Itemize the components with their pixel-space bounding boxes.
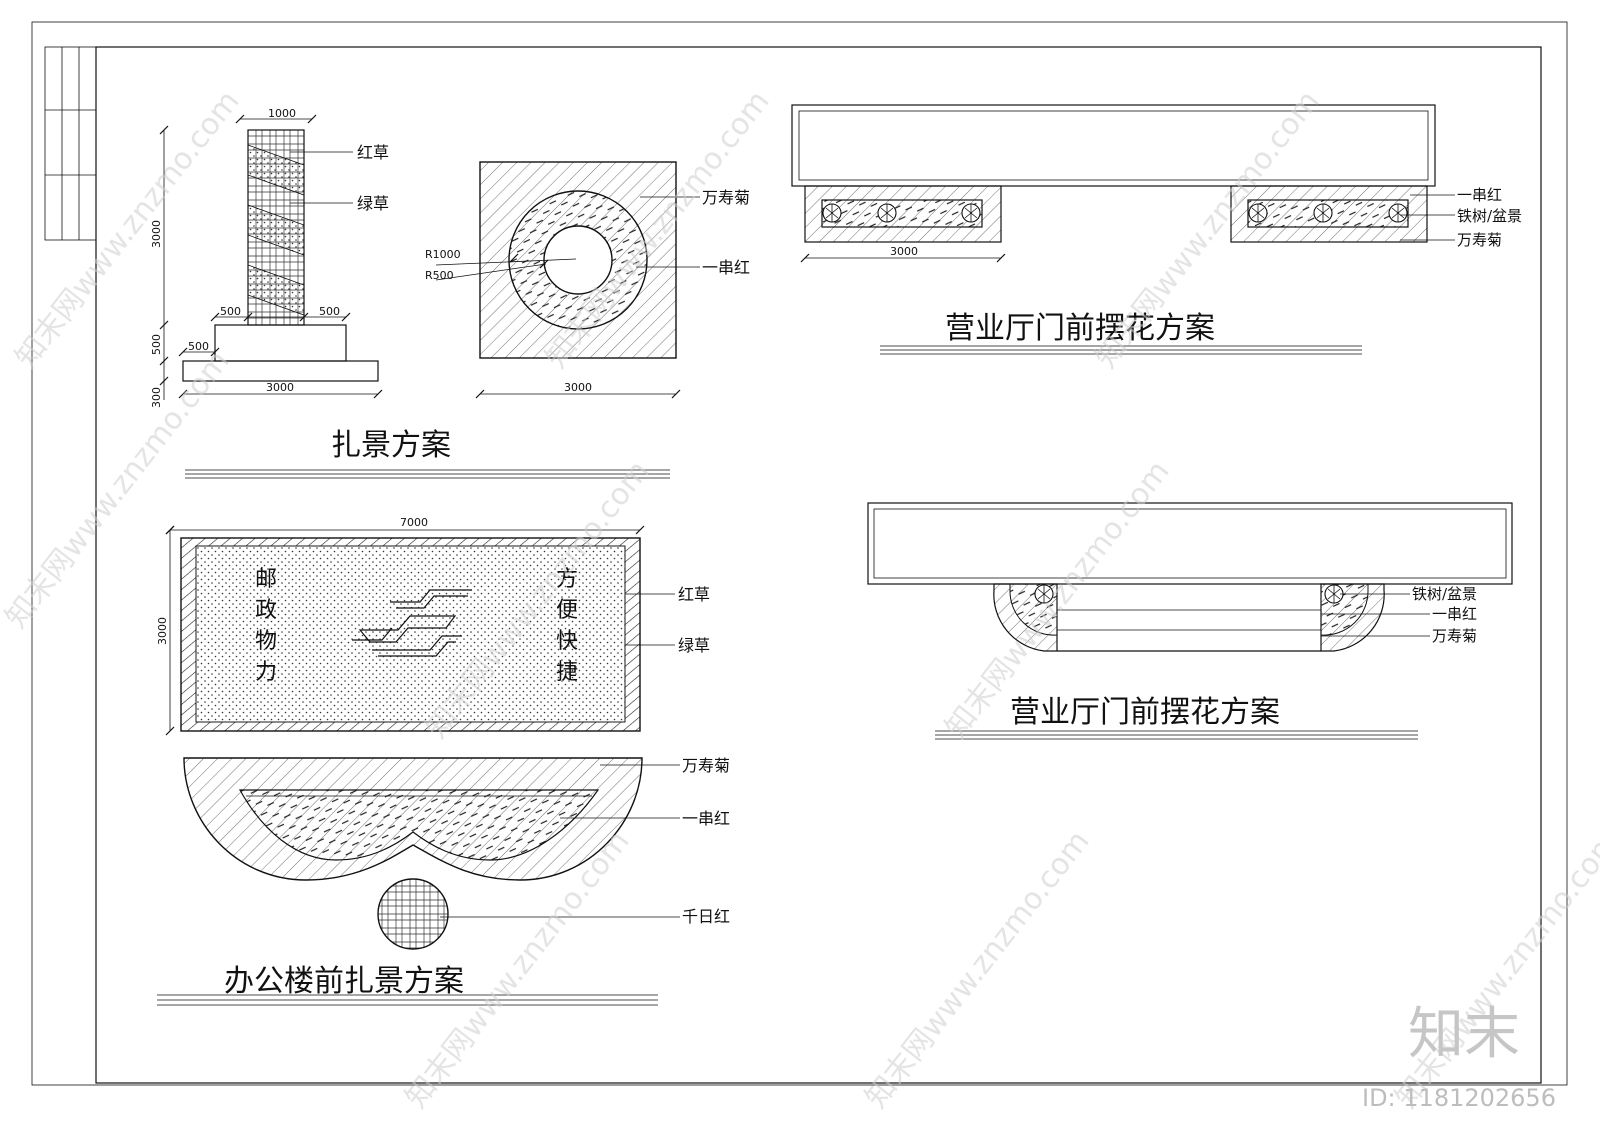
office-bed-plan <box>165 525 675 736</box>
label-wanshouju-hall1: 万寿菊 <box>1457 231 1502 249</box>
title-yyt-1: 营业厅门前摆花方案 <box>945 311 1215 346</box>
label-yichuanhong-office: 一串红 <box>682 809 730 828</box>
dim-radius-inner: R500 <box>425 269 454 282</box>
hall-plan-2 <box>867 502 1513 652</box>
label-lvcao-office: 绿草 <box>678 636 710 655</box>
label-wanshouju-office: 万寿菊 <box>682 756 730 775</box>
dim-plinth-left: 500 <box>188 340 209 353</box>
label-lvcao-pillar: 绿草 <box>357 194 389 213</box>
slogan-left-1: 邮 <box>255 567 277 592</box>
hall-plan-1 <box>791 104 1455 263</box>
slogan-left-2: 政 <box>255 598 277 623</box>
dim-radius-outer: R1000 <box>425 248 461 261</box>
title-bgl: 办公楼前扎景方案 <box>224 964 464 999</box>
slogan-right-1: 方 <box>556 567 578 592</box>
slogan-right-3: 快 <box>556 629 578 654</box>
outer-frame <box>31 21 1568 1086</box>
label-hongcao-pillar: 红草 <box>357 143 389 162</box>
title-yyt-2: 营业厅门前摆花方案 <box>1010 695 1280 730</box>
slogan-left-4: 力 <box>255 660 277 685</box>
label-wanshouju-hall2: 万寿菊 <box>1432 627 1477 645</box>
dim-base-left: 500 <box>220 305 241 318</box>
watermark-1: 知末网www.znzmo.com <box>9 84 247 375</box>
dim-bed-width: 7000 <box>400 516 428 529</box>
drawing-border <box>95 46 1542 1084</box>
slogan-left: 邮 政 物 力 <box>255 567 277 685</box>
dim-bed-height: 3000 <box>156 617 169 645</box>
slogan-left-3: 物 <box>255 629 277 654</box>
label-yichuanhong-hall1: 一串红 <box>1457 186 1502 204</box>
watermark-9: 知末网www.znzmo.com <box>1389 824 1600 1115</box>
dim-plinth-width: 3000 <box>266 381 294 394</box>
brand-logo: 知末 <box>1408 1002 1520 1067</box>
dim-square-width: 3000 <box>564 381 592 394</box>
label-wanshouju-square: 万寿菊 <box>702 188 750 207</box>
label-yichuanhong-hall2: 一串红 <box>1432 605 1477 623</box>
dim-planter-width: 3000 <box>890 245 918 258</box>
label-qianrihong-office: 千日红 <box>682 907 730 926</box>
office-semicircle-bed <box>183 757 680 950</box>
brand-id: ID: 1181202656 <box>1362 1084 1556 1112</box>
slogan-right-4: 捷 <box>556 660 578 685</box>
dim-pillar-height: 3000 <box>150 220 163 248</box>
label-tieshu-hall1: 铁树/盆景 <box>1457 207 1522 225</box>
label-hongcao-office: 红草 <box>678 585 710 604</box>
square-planter-plan <box>435 161 700 399</box>
dim-base-height: 500 <box>150 334 163 355</box>
dim-base-right: 500 <box>319 305 340 318</box>
title-strip <box>44 46 97 241</box>
label-yichuanhong-square: 一串红 <box>702 258 750 277</box>
watermark-8: 知末网www.znzmo.com <box>859 824 1097 1115</box>
label-tieshu-hall2: 铁树/盆景 <box>1412 585 1477 603</box>
slogan-right-2: 便 <box>556 598 578 623</box>
slogan-right: 方 便 快 捷 <box>556 567 578 685</box>
title-zhajing: 扎景方案 <box>331 428 451 463</box>
dim-plinth-height: 300 <box>150 387 163 408</box>
pillar-elevation <box>159 114 383 400</box>
dim-pillar-width: 1000 <box>268 107 296 120</box>
